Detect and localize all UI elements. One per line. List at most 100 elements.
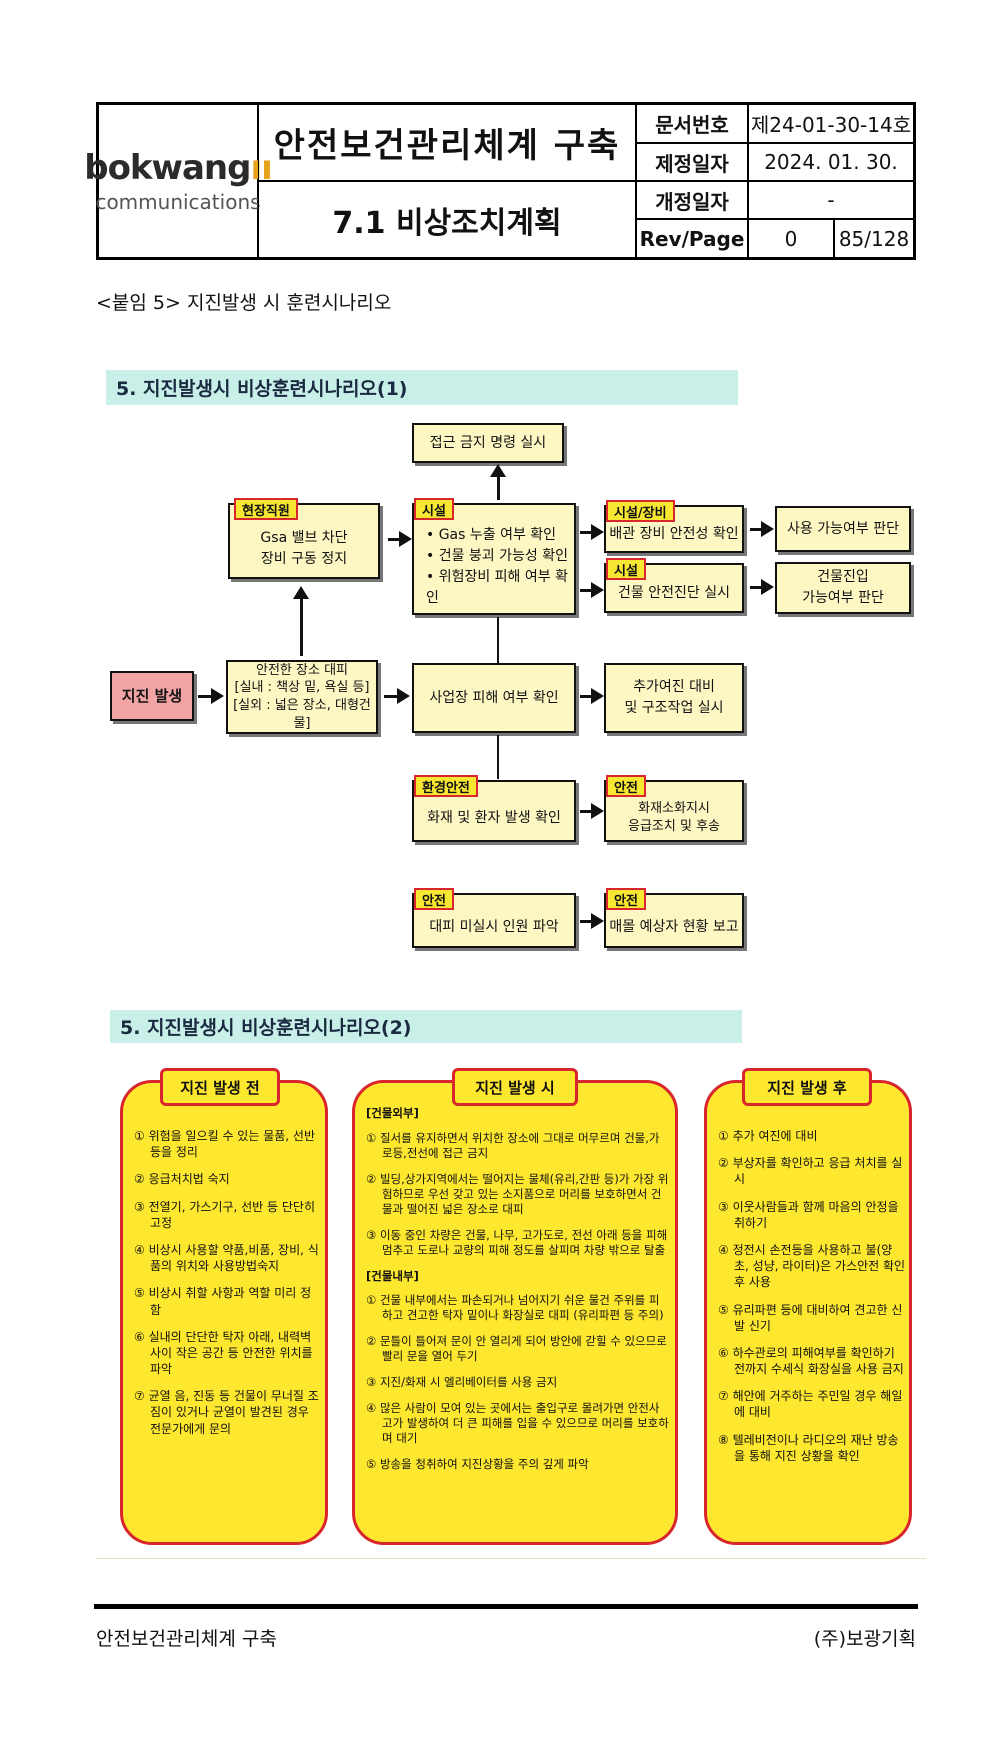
box-evac-line-1: 안전한 장소 대피 [256,662,348,678]
logo-sub-text: communications [95,190,261,214]
column-after [704,1080,912,1545]
box-evac-line-2: [실내 : 책상 밑, 욕실 등] [234,680,370,696]
box-facility-line-2: • 건물 붕괴 가능성 확인 [426,548,568,564]
box-usability-text: 사용 가능여부 판단 [787,520,899,537]
tag-safety-2: 안전 [414,888,454,910]
doc-number-label-cell: 문서번호 [636,104,748,143]
box-field-line-1: Gsa 밸브 차단 [260,530,348,546]
column-before [120,1080,328,1545]
after-item: ⑧ 텔레비전이나 라디오의 재난 방송을 통해 지진 상황을 확인 [718,1432,899,1463]
enact-date-label-cell: 제정일자 [636,143,748,181]
arrow-missing-to-report [580,913,604,929]
box-pipe-text: 배관 장비 안전성 확인 [609,525,739,542]
after-item: ⑥ 하수관로의 피해여부를 확인하기 전까지 수세식 화장실을 사용 금지 [718,1345,904,1377]
box-report-text: 매몰 예상자 현황 보고 [609,919,739,935]
after-item: ④ 정전시 손전등을 사용하고 불(양초, 성냥, 라이터)은 가스안전 확인 … [718,1242,906,1290]
during-item: ③ 이동 중인 차량은 건물, 나무, 고가도로, 전선 아래 등을 피해 멈추… [366,1227,668,1257]
after-item: ⑦ 해안에 거주하는 주민일 경우 해일에 대비 [718,1389,903,1420]
arrow-evac-to-damage [384,688,410,704]
doc-subtitle: 7.1 비상조치계획 [332,205,562,241]
after-item: ① 추가 여진에 대비 [718,1129,818,1143]
box-facility-line-1: • Gas 누출 여부 확인 [426,527,557,543]
during-inside-head: [건물내부] [366,1268,419,1283]
box-facility-line-3: • 위험장비 피해 여부 확인 [426,569,568,606]
doc-title: 안전보건관리체계 구축 [273,126,621,166]
arrow-up-access [490,464,506,500]
during-list: [건물외부] ① 질서를 유지하면서 위치한 장소에 그대로 머무르며 건물,가… [366,1106,670,1483]
tag-safety-1: 안전 [606,775,646,797]
after-item: ② 부상자를 확인하고 응급 처치를 실시 [718,1156,903,1187]
during-item: ① 건물 내부에서는 파손되거나 넘어지기 쉬운 물건 주위를 피하고 견고한 … [366,1293,664,1323]
box-building-entry: 건물진입 가능여부 판단 [775,562,911,614]
box-usability: 사용 가능여부 판단 [775,506,911,552]
page-value: 85/128 [838,226,910,251]
during-item: ③ 지진/화재 시 엘리베이터를 사용 금지 [366,1375,558,1390]
box-fire-line-2: 응급조치 및 후송 [628,819,720,834]
during-outside-head: [건물외부] [366,1106,419,1120]
revise-date-value-cell: - [748,181,914,219]
section1-title: 5. 지진발생시 비상훈련시나리오(1) [106,370,738,405]
arrow-env-to-fire [580,803,604,819]
during-item: ④ 많은 사람이 모여 있는 곳에서는 출입구로 몰려가면 안전사고가 발생하여… [366,1401,669,1445]
before-item: ② 응급처치법 숙지 [134,1172,230,1187]
page-value-cell: 85/128 [834,219,914,258]
column-after-title: 지진 발생 후 [742,1068,872,1106]
connector-damage-env [497,735,499,779]
connector-facility-damage [497,617,499,663]
rev-value: 0 [784,226,798,251]
column-before-title: 지진 발생 전 [160,1068,280,1106]
revise-date-label-cell: 개정일자 [636,181,748,219]
before-item: ⑦ 균열 음, 진동 등 건물이 무너질 조짐이 있거나 균열이 발견된 경우 … [134,1389,319,1436]
rev-page-label: Rev/Page [639,226,745,251]
attachment-title: <붙임 5> 지진발생 시 훈련시나리오 [96,292,392,314]
column-during [352,1080,678,1545]
arrow-field-to-facility [388,531,412,547]
tag-field-staff: 현장직원 [234,498,298,520]
document-header-table: bokwangıı communications 안전보건관리체계 구축 7.1… [84,102,916,260]
footer-left: 안전보건관리체계 구축 [96,1628,277,1650]
arrow-to-pipe-check [580,524,604,540]
arrow-evac-to-field [293,586,309,656]
footer-right: (주)보광기획 [813,1628,916,1650]
after-item: ⑤ 유리파편 등에 대비하여 견고한 신발 신기 [718,1302,903,1333]
box-fire-response: 화재소화지시 응급조치 및 후송 [604,780,744,842]
tag-safety-3: 안전 [606,888,646,910]
revise-date-value: - [827,188,835,212]
before-item: ⑥ 실내의 단단한 탁자 아래, 내력벽 사이 작은 공간 등 안전한 위치를 … [134,1329,313,1377]
doc-title-cell: 안전보건관리체계 구축 [258,104,636,181]
box-facility-check: • Gas 누출 여부 확인 • 건물 붕괴 가능성 확인 • 위험장비 피해 … [412,503,576,615]
arrow-to-building-diag [580,582,604,598]
after-list: ① 추가 여진에 대비 ② 부상자를 확인하고 응급 처치를 실시 ③ 이웃사람… [718,1128,906,1475]
during-item: ⑤ 방송을 청취하여 지진상황을 주의 깊게 파악 [366,1456,589,1471]
before-item: ① 위험을 일으킬 수 있는 물품, 선반 등을 정리 [134,1129,315,1160]
column-during-title: 지진 발생 시 [452,1068,578,1106]
box-damage-text: 사업장 피해 여부 확인 [429,689,559,706]
box-entry-line-1: 건물진입 [817,569,869,585]
box-entry-line-2: 가능여부 판단 [802,590,884,606]
tag-facility: 시설 [414,498,454,520]
after-item: ③ 이웃사람들과 함께 마음의 안정을 취하기 [718,1199,899,1230]
company-logo: bokwangıı communications [84,104,273,258]
tag-facility-2: 시설 [606,558,646,580]
box-access-ban-text: 접근 금지 명령 실시 [429,434,547,451]
enact-date-label: 제정일자 [655,151,729,176]
doc-number-value: 제24-01-30-14호 [750,113,912,137]
section-divider [96,1558,926,1559]
during-item: ② 문틀이 틀어져 문이 안 열리게 되어 방안에 갇힐 수 있으므로 빨리 문… [366,1334,667,1364]
logo-main-text: bokwang [84,148,251,188]
footer-rule [94,1604,918,1609]
before-item: ③ 전열기, 가스기구, 선반 등 단단히 고정 [134,1199,315,1230]
box-damage-check: 사업장 피해 여부 확인 [412,663,576,733]
logo-mark-icon: ıı [250,148,272,188]
arrow-to-entry [750,579,774,595]
box-fire-line-1: 화재소화지시 [638,800,710,816]
box-access-ban: 접근 금지 명령 실시 [412,423,564,463]
before-list: ① 위험을 일으킬 수 있는 물품, 선반 등을 정리 ② 응급처치법 숙지 ③… [134,1128,320,1448]
rev-page-label-cell: Rev/Page [636,219,748,258]
box-aftershock: 추가여진 대비 및 구조작업 실시 [604,663,744,733]
during-item: ② 빌딩,상가지역에서는 떨어지는 물체(유리,간판 등)가 가장 위험하므로 … [366,1171,669,1216]
tag-env-safety: 환경안전 [414,775,478,797]
doc-number-value-cell: 제24-01-30-14호 [748,104,914,143]
box-env-text: 화재 및 환자 발생 확인 [427,809,561,826]
doc-number-label: 문서번호 [655,113,729,137]
